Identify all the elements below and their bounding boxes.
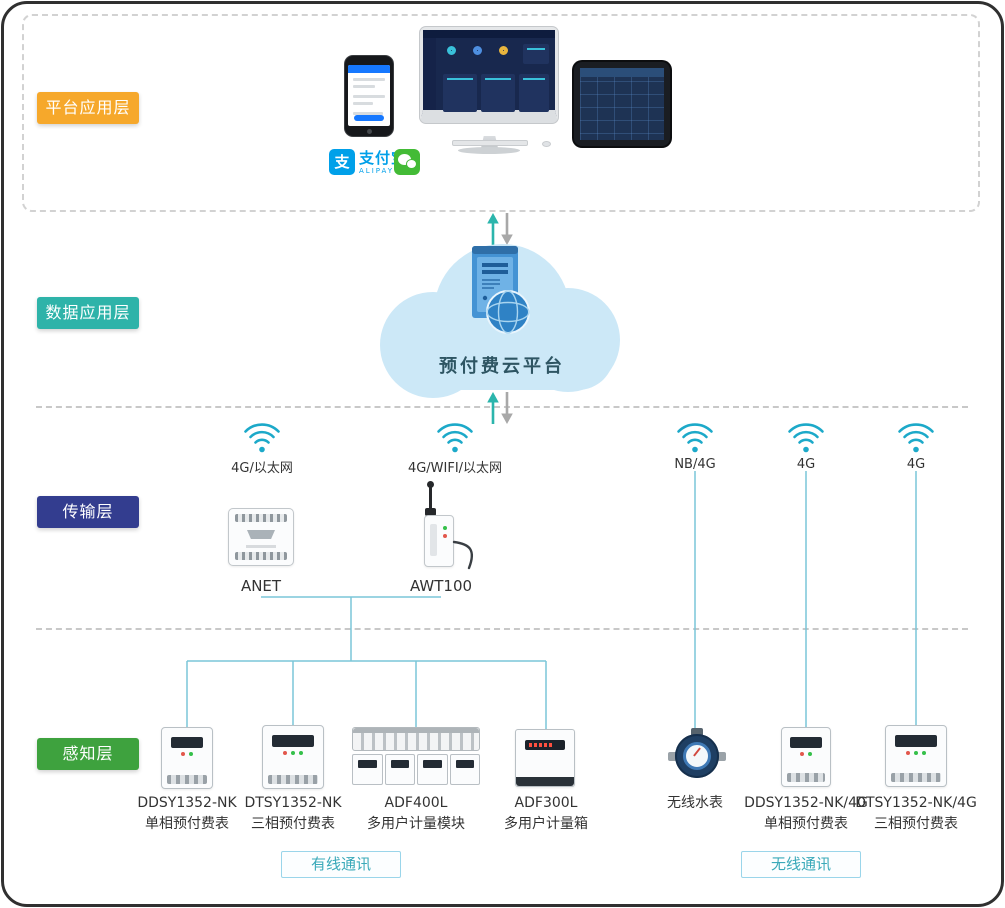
device-desc: 单相预付费表 (764, 816, 848, 832)
device-label: DTSY1352-NK 三相预付费表 (244, 793, 341, 835)
device-label: DTSY1352-NK/4G 三相预付费表 (855, 793, 977, 835)
desktop-monitor-image (420, 27, 558, 123)
flow-arrows-top-icon (487, 213, 513, 245)
alipay-icon: 支 (329, 149, 355, 175)
three-phase-meter-image (262, 725, 324, 789)
wifi-signal-icon (898, 423, 934, 453)
phone-screen (348, 65, 390, 126)
separator-lower (36, 628, 968, 630)
three-phase-meter-4g-image (885, 725, 947, 787)
network-node-label: 4G (796, 457, 816, 472)
smartphone-image (345, 56, 393, 136)
network-node-label: 4G (906, 457, 926, 472)
alipay-subtext: ALIPAY (359, 167, 395, 175)
device-model: ADF300L (514, 795, 578, 811)
dashboard-topbar (423, 30, 555, 38)
awt100-gateway-image (424, 515, 454, 567)
single-phase-meter-4g-image (781, 727, 831, 787)
device-model: 无线水表 (667, 795, 723, 811)
wechat-icon (394, 149, 420, 175)
awt100-cable (452, 540, 474, 570)
platform-layer-box (22, 14, 980, 212)
device-label: ADF300L 多用户计量箱 (504, 793, 588, 835)
layer-badge-platform: 平台应用层 (37, 92, 139, 124)
phone-home-button (366, 129, 372, 134)
keyboard-image (452, 140, 528, 146)
device-model: DDSY1352-NK/4G (744, 795, 868, 811)
tablet-image (574, 62, 670, 146)
wifi-signal-icon (677, 423, 713, 453)
flow-arrows-middle-icon (487, 392, 513, 424)
wifi-signal-icon (788, 423, 824, 453)
layer-badge-perception: 感知层 (37, 738, 139, 770)
dashboard-sidebar (423, 38, 436, 110)
device-desc: 多用户计量模块 (367, 816, 465, 832)
wifi-signal-icon (244, 423, 280, 453)
gateway-label-anet: ANET (240, 577, 282, 595)
device-desc: 单相预付费表 (145, 816, 229, 832)
device-desc: 三相预付费表 (873, 816, 958, 832)
wifi-signal-icon (437, 423, 473, 453)
device-label: 无线水表 (667, 793, 723, 814)
wired-comm-badge: 有线通讯 (281, 851, 401, 878)
device-label: DDSY1352-NK 单相预付费表 (137, 793, 236, 835)
device-model: DDSY1352-NK (137, 795, 237, 811)
single-phase-meter-image (161, 727, 213, 789)
gateway-label-awt100: AWT100 (409, 577, 473, 595)
anet-gateway-image (228, 508, 294, 566)
awt100-antenna (427, 481, 434, 512)
device-label: ADF400L 多用户计量模块 (367, 793, 465, 835)
cloud-platform-title: 预付费云平台 (439, 356, 565, 377)
layer-badge-transmission: 传输层 (37, 496, 139, 528)
device-model: DTSY1352-NK/4G (855, 795, 977, 811)
device-desc: 三相预付费表 (250, 816, 335, 832)
layer-badge-data: 数据应用层 (37, 297, 139, 329)
separator-upper (36, 406, 968, 408)
adf400l-module-image (352, 727, 480, 785)
cloud-shape (376, 238, 628, 398)
wireless-comm-badge: 无线通讯 (741, 851, 861, 878)
wireless-water-meter-image (668, 728, 726, 782)
network-node-label: 4G/WIFI/以太网 (407, 461, 503, 476)
device-model: ADF400L (384, 795, 448, 811)
device-model: DTSY1352-NK (244, 795, 342, 811)
mouse-image (542, 141, 551, 147)
tablet-screen (580, 68, 664, 140)
device-desc: 多用户计量箱 (504, 816, 588, 832)
awt100-antenna-connector (425, 508, 436, 516)
monitor-base (458, 147, 520, 154)
network-node-label: NB/4G (674, 457, 716, 472)
cloud-server-icon (472, 246, 530, 334)
adf300l-box-image (515, 729, 575, 787)
device-label: DDSY1352-NK/4G 单相预付费表 (744, 793, 868, 835)
network-node-label: 4G/以太网 (231, 461, 293, 476)
